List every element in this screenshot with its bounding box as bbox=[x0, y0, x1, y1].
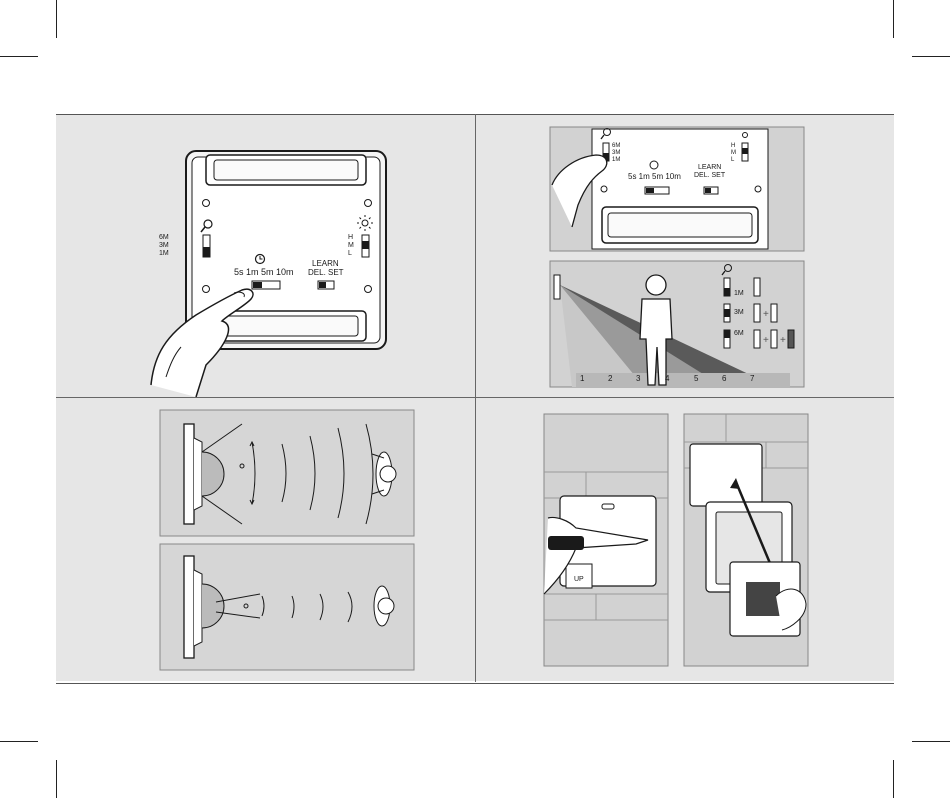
top-light-l: L bbox=[731, 157, 736, 164]
svg-text:+: + bbox=[780, 335, 786, 346]
top-range-6m: 6M bbox=[612, 143, 620, 150]
range-1m-label: 1M bbox=[159, 250, 169, 258]
top-light-m: M bbox=[731, 150, 736, 157]
top-learn-label: LEARN bbox=[698, 164, 721, 171]
range-scale-6: 6 bbox=[722, 374, 726, 383]
learn-label: LEARN bbox=[312, 259, 339, 268]
range-scale-3: 3 bbox=[636, 374, 640, 383]
light-level-labels: H M L bbox=[348, 234, 354, 258]
light-m-label: M bbox=[348, 242, 354, 250]
svg-text:+: + bbox=[763, 335, 769, 346]
crop-mark-top-left-v bbox=[56, 0, 57, 38]
top-del-set-label: DEL. SET bbox=[694, 172, 725, 179]
panel-mounting: UP bbox=[476, 398, 894, 681]
svg-text:+: + bbox=[763, 309, 769, 320]
top-light-labels: H M L bbox=[731, 143, 736, 164]
panel-detection-range: + + + 6M 3M 1M H M L 5s 1m 5m 10m LEARN … bbox=[476, 115, 894, 397]
time-options-label: 5s 1m 5m 10m bbox=[234, 267, 294, 277]
crop-mark-top-right-h bbox=[912, 56, 950, 57]
vertical-divider bbox=[475, 114, 476, 682]
panel-sensor-sweep bbox=[56, 398, 475, 681]
range-scale-4: 4 bbox=[665, 374, 669, 383]
crop-mark-top-right-v bbox=[893, 0, 894, 38]
crop-mark-top-left-h bbox=[0, 56, 38, 57]
top-light-h: H bbox=[731, 143, 736, 150]
del-set-label: DEL. SET bbox=[308, 268, 344, 277]
range-scale-2: 2 bbox=[608, 374, 612, 383]
crop-mark-bottom-right-h bbox=[912, 741, 950, 742]
crop-mark-bottom-left-h bbox=[0, 741, 38, 742]
horizontal-divider bbox=[56, 397, 894, 398]
range-setting-3m: 3M bbox=[734, 309, 744, 316]
range-setting-1m: 1M bbox=[734, 290, 744, 297]
crop-mark-bottom-right-v bbox=[893, 760, 894, 798]
top-time-options: 5s 1m 5m 10m bbox=[628, 172, 681, 181]
detect-range-labels: 6M 3M 1M bbox=[159, 234, 169, 258]
range-6m-label: 6M bbox=[159, 234, 169, 242]
range-scale: 1 2 3 4 5 6 7 bbox=[580, 374, 770, 386]
top-range-3m: 3M bbox=[612, 150, 620, 157]
light-l-label: L bbox=[348, 250, 354, 258]
up-label: UP bbox=[574, 576, 584, 583]
panel-sensor-settings: 6M 3M 1M H M L 5s 1m 5m 10m LEARN DEL. S… bbox=[56, 115, 475, 397]
crop-mark-bottom-left-v bbox=[56, 760, 57, 798]
top-range-labels: 6M 3M 1M bbox=[612, 143, 620, 164]
range-setting-6m: 6M bbox=[734, 330, 744, 337]
top-range-1m: 1M bbox=[612, 157, 620, 164]
range-scale-7: 7 bbox=[750, 374, 754, 383]
light-h-label: H bbox=[348, 234, 354, 242]
range-scale-1: 1 bbox=[580, 374, 584, 383]
range-3m-label: 3M bbox=[159, 242, 169, 250]
range-scale-5: 5 bbox=[694, 374, 698, 383]
